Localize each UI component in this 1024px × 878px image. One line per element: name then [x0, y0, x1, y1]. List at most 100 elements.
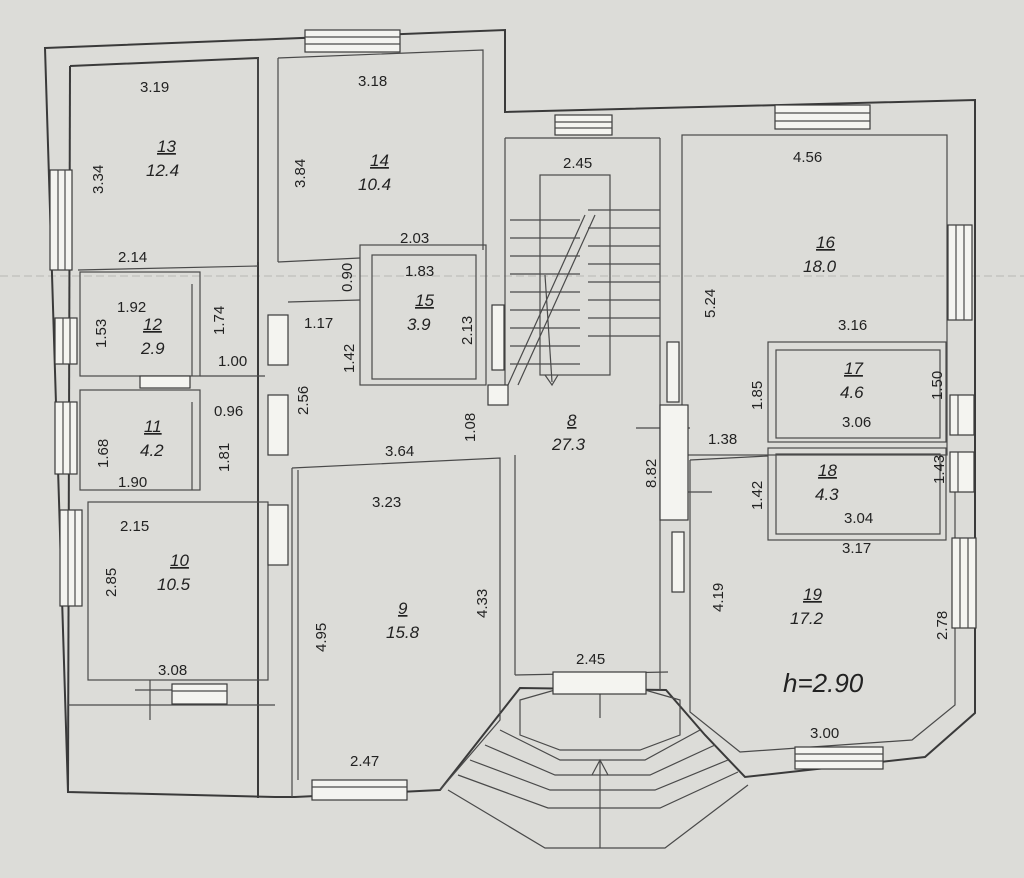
room-9-label: 915.8: [386, 599, 420, 642]
svg-text:17: 17: [844, 359, 863, 378]
dim-label: 4.19: [710, 583, 727, 612]
wall-14-corridor: [287, 299, 361, 303]
dim-label: 2.45: [563, 155, 592, 172]
window-left-13: [49, 169, 73, 271]
svg-text:10.5: 10.5: [157, 575, 191, 594]
svg-text:15.8: 15.8: [386, 623, 420, 642]
window-entrance: [552, 671, 647, 695]
room-10-walls: [87, 501, 269, 681]
svg-text:2.9: 2.9: [140, 339, 165, 358]
windows: [49, 29, 977, 801]
svg-text:11: 11: [144, 417, 162, 436]
vent-12-11: [139, 375, 191, 389]
svg-text:15: 15: [415, 291, 434, 310]
svg-text:13: 13: [157, 137, 176, 156]
window-top-16: [774, 104, 871, 130]
window-right-19: [951, 537, 977, 629]
dim-label: 3.00: [810, 725, 839, 742]
dim-label: 1.42: [749, 481, 766, 510]
dim-label: 3.64: [385, 443, 414, 460]
dim-label: 2.78: [934, 611, 951, 640]
dim-label: 2.13: [459, 316, 476, 345]
dim-label: 3.06: [842, 414, 871, 431]
svg-text:18: 18: [818, 461, 837, 480]
dim-label: 1.74: [211, 306, 228, 335]
window-bottom-9: [311, 779, 408, 801]
door-12-corridor: [267, 314, 289, 366]
svg-text:12.4: 12.4: [146, 161, 179, 180]
dim-label: 1.08: [462, 413, 479, 442]
dim-label: 2.45: [576, 651, 605, 668]
svg-text:16: 16: [816, 233, 835, 252]
svg-text:8: 8: [567, 411, 577, 430]
window-right-18: [949, 451, 975, 493]
dim-label: 1.83: [405, 263, 434, 280]
room-11-walls: [79, 389, 201, 491]
dim-label: 1.38: [708, 431, 737, 448]
svg-text:17.2: 17.2: [790, 609, 824, 628]
dim-label: 4.95: [313, 623, 330, 652]
dim-label: 1.85: [749, 381, 766, 410]
svg-text:12: 12: [143, 315, 162, 334]
dim-label: 2.15: [120, 518, 149, 535]
vent-19: [671, 531, 685, 593]
window-left-10: [59, 509, 83, 607]
room-17-walls: [767, 341, 947, 443]
window-right-16: [947, 224, 973, 321]
room-17-label: 174.6: [840, 359, 864, 402]
dim-label: 1.81: [216, 443, 233, 472]
window-right-17: [949, 394, 975, 436]
dim-label: 1.42: [341, 344, 358, 373]
room-11-label: 114.2: [140, 417, 164, 460]
window-top-14: [304, 29, 401, 53]
dim-label: 1.53: [93, 319, 110, 348]
window-bottom-19: [794, 746, 884, 770]
room-16-walls: [681, 134, 948, 456]
dim-label: 1.00: [218, 353, 247, 370]
dim-label: 3.16: [838, 317, 867, 334]
window-bottom-10: [171, 683, 228, 705]
dim-label: 1.68: [95, 439, 112, 468]
room-15-walls: [359, 244, 487, 386]
ceiling-height-label: h=2.90: [783, 668, 864, 698]
svg-text:3.9: 3.9: [407, 315, 431, 334]
dim-label: 8.82: [643, 459, 660, 488]
dim-label: 2.85: [103, 568, 120, 597]
svg-text:14: 14: [370, 151, 389, 170]
room-15-label: 153.9: [407, 291, 434, 334]
room-19-walls: [689, 460, 956, 753]
dim-label: 0.96: [214, 403, 243, 420]
dimension-labels: 3.19 3.34 3.18 3.84 2.03 0.90 1.83 2.13 …: [90, 73, 951, 770]
dim-label: 1.50: [929, 371, 946, 400]
svg-text:27.3: 27.3: [551, 435, 586, 454]
dim-label: 0.90: [339, 263, 356, 292]
dim-label: 2.14: [118, 249, 147, 266]
room-10-label: 10 10.5: [157, 551, 191, 594]
dim-label: 2.03: [400, 230, 429, 247]
window-left-12: [54, 317, 78, 365]
svg-text:4.6: 4.6: [840, 383, 864, 402]
door-10-corridor: [267, 504, 289, 566]
svg-text:9: 9: [398, 599, 408, 618]
svg-text:10: 10: [170, 551, 189, 570]
door-hall-19: [659, 404, 689, 521]
wall-13-bottom: [77, 265, 259, 271]
dim-label: 1.43: [931, 455, 948, 484]
window-top-hall: [554, 114, 613, 136]
dim-label: 1.92: [117, 299, 146, 316]
room-9-walls: [291, 457, 501, 791]
dim-label: 3.23: [372, 494, 401, 511]
room-12-label: 122.9: [140, 315, 165, 358]
room-13-label: 13 12.4: [146, 137, 179, 180]
dim-label: 2.47: [350, 753, 379, 770]
svg-text:4.3: 4.3: [815, 485, 839, 504]
vent-hall-right: [666, 341, 680, 403]
window-left-11: [54, 401, 78, 475]
door-11-corridor: [267, 394, 289, 456]
